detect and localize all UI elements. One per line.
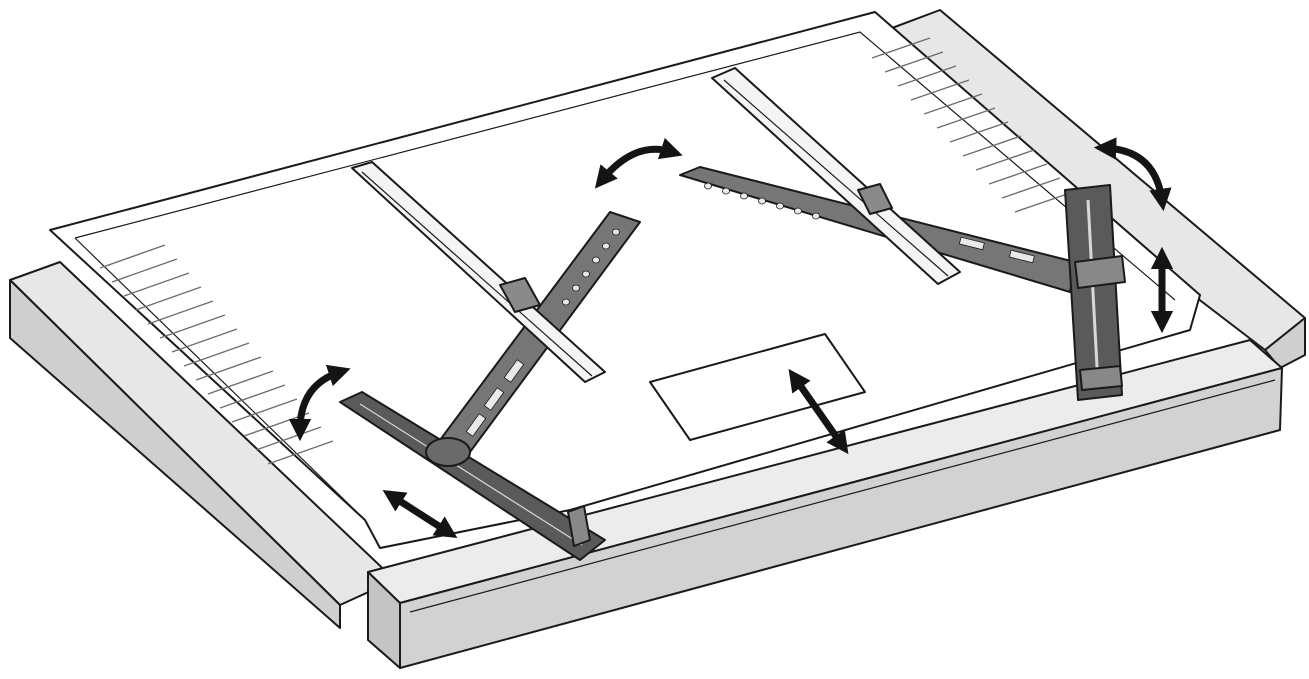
curved-double-arrow-icon: [594, 137, 683, 189]
tv-bezel-left-side: [9, 279, 341, 629]
bracket-left-pivot: [425, 437, 471, 467]
bracket-right-bar-holes: [704, 182, 1035, 264]
straight-double-arrow-icon: [382, 489, 458, 539]
straight-double-arrow-icon: [788, 368, 849, 455]
bracket-left: [339, 161, 641, 561]
bracket-left-bar-holes: [465, 228, 620, 437]
tv-vent-right: [871, 37, 1074, 213]
bracket-left-arm: [351, 161, 606, 383]
motion-arrows: [288, 137, 1174, 539]
bracket-right-arm: [711, 67, 961, 285]
soundbar-face: [399, 367, 1283, 669]
tv-center-box: [649, 333, 866, 441]
bracket-right: [679, 67, 1126, 401]
curved-double-arrow-icon: [288, 364, 351, 442]
tv-rim-line-2: [74, 237, 366, 521]
curved-double-arrow-icon: [1093, 137, 1172, 212]
